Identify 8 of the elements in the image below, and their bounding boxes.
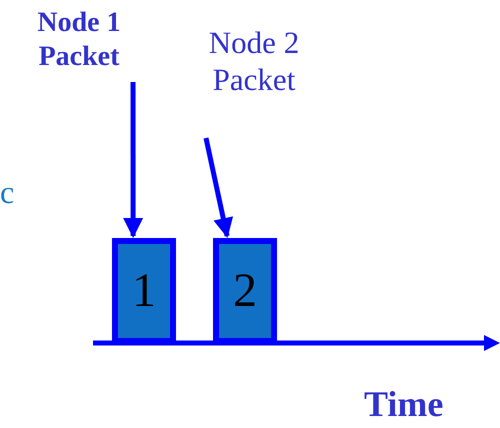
packet-number: 2: [233, 267, 257, 315]
arrow: [123, 82, 144, 238]
axis-label: Time: [364, 386, 444, 422]
packet-label: Node 2 Packet: [186, 24, 322, 114]
packet-number: 1: [132, 267, 156, 315]
cut-off-text: c: [0, 176, 14, 208]
packet-label: Node 1 Packet: [20, 6, 138, 82]
arrow: [204, 137, 234, 238]
